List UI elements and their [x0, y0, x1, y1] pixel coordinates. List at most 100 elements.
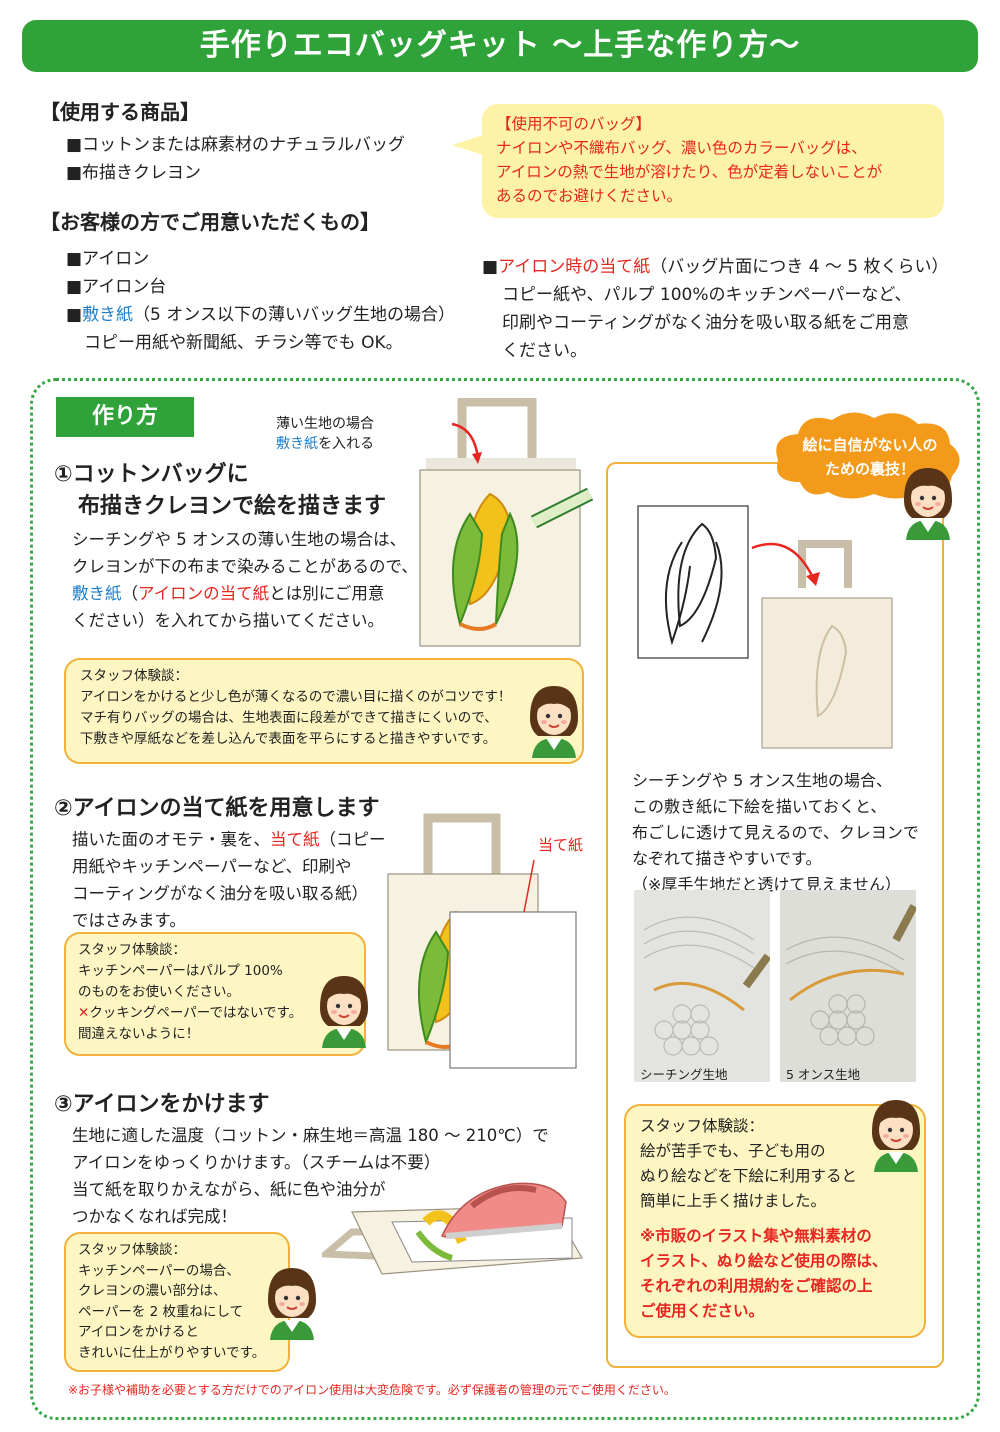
ateshi-item: ■アイロン時の当て紙（バッグ片面につき 4 ～ 5 枚くらい）	[482, 254, 948, 280]
ateshi-term: アイロン時の当て紙	[498, 257, 651, 277]
staff-note-3	[64, 1232, 290, 1372]
step2-text: 描いた面のオモテ・裏を、	[72, 830, 270, 849]
thin-label-line1: 薄い生地の場合	[276, 416, 374, 432]
product-item-bag: ■コットンまたは麻素材のナチュラルバッグ	[66, 135, 406, 155]
prepare-item-board: ■アイロン台	[66, 277, 167, 297]
photo-5oz	[780, 890, 916, 1082]
staff-line: ペーパーを 2 枚重ねにして	[78, 1303, 244, 1320]
staff-line: スタッフ体験談：	[640, 1117, 765, 1135]
staff-line: 簡単に上手く描けました。	[640, 1192, 827, 1210]
square-mark: ■	[66, 305, 83, 325]
step1-line3-rest: とは別にご用意	[269, 584, 385, 603]
staff-avatar	[871, 1099, 921, 1173]
step2-line: 描いた面のオモテ・裏を、当て紙（コピー	[72, 826, 386, 853]
warning-title: 【使用不可のバッグ】	[496, 115, 652, 133]
page-title: 手作りエコバッグキット ～上手な作り方～	[22, 20, 978, 72]
cross-icon: ✕	[78, 1005, 90, 1021]
step1-heading-line1: ①コットンバッグに	[54, 462, 249, 487]
warning-line: アイロンの熱で生地が溶けたり、色が定着しないことが	[496, 163, 883, 181]
staff-note-2-text: スタッフ体験談： キッチンペーパーはパルプ 100% のものをお使いください。 …	[78, 940, 302, 1045]
staff-line: キッチンペーパーの場合、	[78, 1262, 240, 1279]
step2-line: コーティングがなく油分を吸い取る紙）	[72, 884, 369, 903]
step1-bag-illustration	[419, 398, 594, 647]
prepare-heading: 【お客様の方でご用意いただくもの】	[40, 210, 380, 234]
staff-line: スタッフ体験談：	[78, 1242, 186, 1258]
ateshi-label: 当て紙	[538, 836, 584, 854]
tip-line: この敷き紙に下絵を描いておくと、	[632, 797, 887, 816]
staff-line: 下敷きや厚紙などを差し込んで表面を平らにすると描きやすいです。	[80, 731, 497, 747]
notice-line: ご使用ください。	[640, 1302, 765, 1320]
shikishi-note: （5 オンス以下の薄いバッグ生地の場合）	[133, 305, 455, 325]
step3-line: 当て紙を取りかえながら、紙に色や油分が	[72, 1180, 386, 1199]
staff-note-1-text: スタッフ体験談： アイロンをかけると少し色が薄くなるので濃い目に描くのがコツです…	[80, 666, 511, 750]
staff-line: 間違えないように！	[78, 1026, 200, 1042]
ateshi-line: ください。	[502, 341, 587, 361]
step2-text: （コピー	[319, 830, 386, 849]
cloud-line: 絵に自信がない人の	[802, 436, 938, 454]
tip-sketch-illustration	[637, 505, 893, 749]
step1-line: ください）を入れてから描いてください。	[72, 611, 385, 630]
shikishi-examples: コピー用紙や新聞紙、チラシ等でも OK。	[84, 333, 403, 353]
howto-frame	[30, 378, 980, 1420]
tip-line: （※厚手生地だと透けて見えません）	[632, 875, 901, 894]
thin-label-rest: を入れる	[318, 436, 374, 452]
thin-label-shikishi: 敷き紙	[276, 436, 318, 452]
photo-caption-5oz: 5 オンス生地	[786, 1067, 861, 1082]
step1-line: 敷き紙（アイロンの当て紙とは別にご用意	[72, 580, 384, 607]
prepare-item-iron: ■アイロン	[66, 249, 150, 269]
staff-line: のものをお使いください。	[78, 984, 240, 1000]
ateshi-note: （バッグ片面につき 4 ～ 5 枚くらい）	[650, 257, 949, 277]
square-mark: ■	[482, 257, 499, 277]
copyright-notice: ※市販のイラスト集や無料素材の イラスト、ぬり絵など使用の際は、 それぞれの利用…	[640, 1224, 887, 1324]
shikishi-term: 敷き紙	[82, 305, 134, 325]
cloud-line: ための裏技！	[824, 460, 915, 478]
staff-note-1	[64, 658, 584, 764]
tip-text: シーチングや 5 オンス生地の場合、 この敷き紙に下絵を描いておくと、 布ごしに…	[632, 768, 919, 898]
prepare-item-shikishi: ■敷き紙（5 オンス以下の薄いバッグ生地の場合）	[66, 302, 455, 328]
step2-heading: ②アイロンの当て紙を用意します	[54, 796, 380, 821]
ateshi-line: コピー紙や、パルプ 100%のキッチンペーパーなど、	[502, 285, 912, 305]
staff-line: アイロンをかけると少し色が薄くなるので濃い目に描くのがコツです！	[80, 689, 512, 705]
step1-line: シーチングや 5 オンスの薄い生地の場合は、	[72, 530, 407, 549]
notice-line: イラスト、ぬり絵など使用の際は、	[640, 1252, 888, 1270]
tip-cloud-text: 絵に自信がない人の ための裏技！	[782, 433, 958, 481]
step3-ironing-illustration	[322, 1182, 583, 1275]
step3-line: つかなくなれば完成！	[72, 1207, 237, 1226]
staff-avatar	[267, 1267, 317, 1341]
step3-line: アイロンをゆっくりかけます。（スチームは不要）	[72, 1153, 441, 1172]
staff-line: スタッフ体験談：	[78, 942, 186, 958]
staff-note-4-text: スタッフ体験談： 絵が苦手でも、子ども用の ぬり絵などを下絵に利用すると 簡単に…	[640, 1114, 857, 1214]
staff-line: マチ有りバッグの場合は、生地表面に段差ができて描きにくいので、	[80, 710, 498, 726]
step2-line: ではさみます。	[72, 911, 186, 930]
paren: （	[121, 584, 139, 603]
ateshi-line: 印刷やコーティングがなく油分を吸い取る紙をご用意	[502, 313, 909, 333]
warning-pointer	[452, 132, 492, 158]
step1-line: クレヨンが下の布まで染みることがあるので、	[72, 557, 418, 576]
warning-line: ナイロンや不織布バッグ、濃い色のカラーバッグは、	[496, 139, 867, 157]
staff-line: スタッフ体験談：	[80, 668, 188, 684]
tip-line: 布ごしに透けて見えるので、クレヨンで	[632, 823, 919, 842]
notice-line: それぞれの利用規約をご確認の上	[640, 1277, 873, 1295]
step3-line: 生地に適した温度（コットン・麻生地＝高温 180 ～ 210℃）で	[72, 1126, 549, 1145]
tip-line: シーチングや 5 オンス生地の場合、	[632, 771, 893, 790]
products-heading: 【使用する商品】	[40, 100, 200, 124]
step2-bag-illustration	[387, 813, 577, 1069]
safety-footer: ※お子様や補助を必要とする方だけでのアイロン使用は大変危険です。必ず保護者の管理…	[68, 1383, 676, 1397]
staff-line: 絵が苦手でも、子ども用の	[640, 1142, 826, 1160]
howto-tab: 作り方	[56, 397, 194, 437]
staff-note-3-text: スタッフ体験談： キッチンペーパーの場合、 クレヨンの濃い部分は、 ペーパーを …	[78, 1240, 265, 1363]
thin-fabric-label: 薄い生地の場合 敷き紙を入れる	[276, 414, 374, 454]
step1-heading-line2: 布描きクレヨンで絵を描きます	[78, 494, 387, 519]
warning-box	[482, 104, 944, 218]
staff-avatar	[319, 975, 369, 1049]
staff-line: キッチンペーパーはパルプ 100%	[78, 963, 283, 979]
step2-ateshi: 当て紙	[270, 830, 320, 849]
product-item-crayon: ■布描きクレヨン	[66, 163, 202, 183]
staff-line: アイロンをかけると	[78, 1324, 199, 1340]
step1-shikishi: 敷き紙	[72, 584, 122, 603]
staff-line: クレヨンの濃い部分は、	[78, 1283, 227, 1299]
notice-line: ※市販のイラスト集や無料素材の	[640, 1227, 872, 1245]
staff-avatar	[529, 685, 579, 759]
staff-line: ぬり絵などを下絵に利用すると	[640, 1167, 858, 1185]
photo-sheeting	[634, 890, 770, 1082]
